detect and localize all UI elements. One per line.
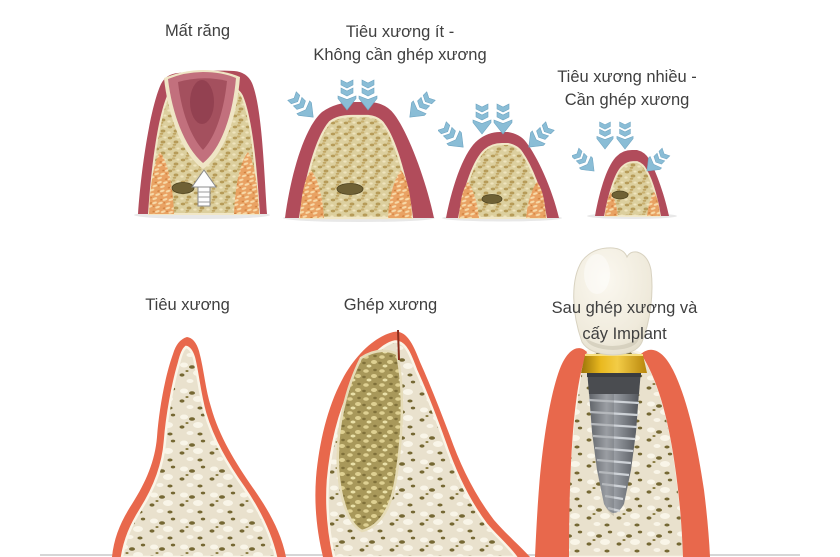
mandibular-canal xyxy=(611,190,629,200)
moderate-resorption-illustration xyxy=(438,103,562,222)
screw-threads xyxy=(588,398,640,513)
empty-socket-illustration xyxy=(134,70,270,219)
severe-resorption-illustration xyxy=(572,121,677,219)
label-major-bone-loss: Tiêu xương nhiều - Cần ghép xương xyxy=(528,66,726,112)
resorbed-ridge-illustration xyxy=(112,337,286,557)
marrow-left xyxy=(605,192,618,216)
bone-graft-material xyxy=(336,349,404,533)
gum-tissue-left xyxy=(535,348,587,557)
crown-highlight xyxy=(584,254,610,294)
pressure-arrow-down-icon xyxy=(493,103,513,135)
label-bone-loss: Tiêu xương xyxy=(115,294,260,317)
pressure-arrow-diagonal-icon xyxy=(438,119,470,154)
label-text: Cần ghép xương xyxy=(564,91,690,109)
pressure-arrow-down-icon xyxy=(616,121,634,150)
jaw-bone xyxy=(457,143,548,219)
label-minor-bone-loss: Tiêu xương ít - Không cần ghép xương xyxy=(295,21,505,67)
marrow-left xyxy=(149,152,174,214)
marrow-right xyxy=(234,152,259,214)
marrow-left xyxy=(459,182,479,218)
gum-incision xyxy=(397,329,400,361)
pressure-arrow-diagonal-icon xyxy=(285,89,320,124)
gum-tissue-right xyxy=(641,349,710,557)
label-text: Tiêu xương nhiều - xyxy=(557,68,697,86)
arrow-up-icon xyxy=(191,169,217,207)
marrow-right xyxy=(647,192,660,216)
grafted-ridge-illustration xyxy=(315,329,530,557)
label-text: Ghép xương xyxy=(343,296,438,314)
implant-after-graft-illustration xyxy=(535,247,710,557)
marrow-right xyxy=(526,182,546,218)
label-text: Không cần ghép xương xyxy=(313,46,487,64)
abutment-collar xyxy=(581,355,647,373)
marrow-right xyxy=(388,170,412,218)
pressure-arrow-down-icon xyxy=(472,103,492,135)
pressure-arrow-down-icon xyxy=(596,121,614,150)
mandibular-canal xyxy=(336,183,364,195)
label-after-graft-implant: Sau ghép xương và cấy Implant xyxy=(532,295,717,347)
thin-jaw-bone xyxy=(120,345,278,557)
label-text: Tiêu xương xyxy=(145,296,230,314)
label-bone-graft: Ghép xương xyxy=(318,294,463,317)
marrow-left xyxy=(300,170,324,218)
socket-shadow xyxy=(190,80,214,124)
label-text: cấy Implant xyxy=(582,325,667,343)
label-text: Mất răng xyxy=(164,22,231,40)
implant-screw xyxy=(587,370,641,516)
label-text: Sau ghép xương và xyxy=(551,299,698,317)
pressure-arrow-diagonal-icon xyxy=(572,146,601,178)
mandibular-canal xyxy=(171,182,195,194)
minor-resorption-illustration xyxy=(283,79,438,222)
label-tooth-loss: Mất răng xyxy=(120,20,275,43)
label-text: Tiêu xương ít - xyxy=(345,23,455,41)
jaw-bone xyxy=(603,161,662,217)
pressure-arrow-diagonal-icon xyxy=(403,89,438,124)
mandibular-canal xyxy=(481,194,503,204)
jaw-bone xyxy=(298,114,414,220)
implant-crown xyxy=(573,247,653,356)
